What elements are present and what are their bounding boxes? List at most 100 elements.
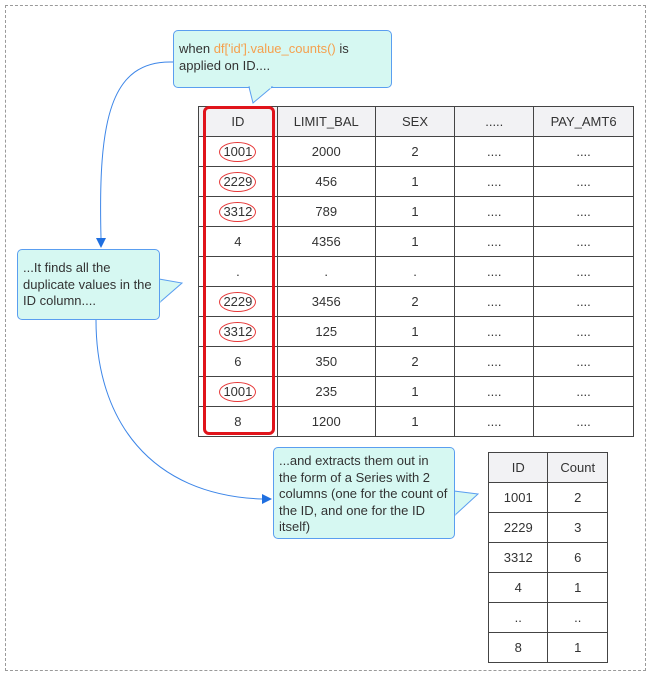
- column-header: PAY_AMT6: [533, 106, 634, 137]
- table-cell: ....: [533, 196, 634, 227]
- table-cell: ....: [533, 286, 634, 317]
- id-cell: 2229: [198, 286, 278, 317]
- table-cell: 2: [374, 286, 456, 317]
- table-cell: ....: [533, 256, 634, 287]
- column-header: Count: [547, 452, 608, 483]
- table-cell: 456: [276, 166, 376, 197]
- duplicate-id-circled: 3312: [219, 321, 257, 342]
- callout-extracts: ...and extracts them out in the form of …: [273, 447, 455, 539]
- table-cell: ....: [454, 226, 535, 257]
- column-header: ID: [487, 452, 549, 483]
- table-cell: 1: [547, 632, 608, 663]
- diagram-frame: [5, 5, 646, 671]
- table-cell: 350: [276, 346, 376, 377]
- column-header: SEX: [374, 106, 456, 137]
- id-value: .: [236, 264, 240, 279]
- duplicate-id-circled: 3312: [219, 201, 257, 222]
- table-cell: ....: [454, 196, 535, 227]
- id-cell: 8: [198, 406, 278, 437]
- id-cell: 6: [198, 346, 278, 377]
- duplicate-id-circled: 2229: [219, 291, 257, 312]
- table-cell: 1: [374, 376, 456, 407]
- table-cell: ....: [533, 346, 634, 377]
- table-cell: ....: [454, 166, 535, 197]
- id-value: 8: [234, 414, 242, 429]
- table-cell: 235: [276, 376, 376, 407]
- table-cell: ..: [547, 602, 608, 633]
- table-cell: 789: [276, 196, 376, 227]
- table-cell: 4: [487, 572, 549, 603]
- table-cell: 125: [276, 316, 376, 347]
- table-cell: ....: [454, 376, 535, 407]
- table-cell: ....: [533, 376, 634, 407]
- callout-value-counts: when df['id'].value_counts() is applied …: [173, 30, 392, 88]
- duplicate-id-circled: 1001: [219, 381, 257, 402]
- table-cell: 2000: [276, 136, 376, 167]
- table-cell: ....: [533, 406, 634, 437]
- id-value: 6: [234, 354, 242, 369]
- table-cell: 2: [374, 346, 456, 377]
- duplicate-id-circled: 2229: [219, 171, 257, 192]
- id-cell: 2229: [198, 166, 278, 197]
- table-cell: 2229: [487, 512, 549, 543]
- table-cell: ....: [454, 136, 535, 167]
- table-row: ....: [487, 602, 608, 633]
- callout-text: is applied on ID....: [179, 41, 349, 73]
- duplicate-id-circled: 1001: [219, 141, 257, 162]
- table-cell: ..: [487, 602, 549, 633]
- table-cell: 1001: [487, 482, 549, 513]
- table-cell: 1: [374, 316, 456, 347]
- table-cell: ....: [454, 316, 535, 347]
- table-cell: ....: [454, 346, 535, 377]
- table-cell: 3456: [276, 286, 376, 317]
- table-cell: ....: [533, 316, 634, 347]
- table-cell: 2: [547, 482, 608, 513]
- code-snippet: df['id'].value_counts(): [213, 41, 336, 56]
- table-cell: 4356: [276, 226, 376, 257]
- id-column-highlight: [203, 106, 275, 435]
- table-cell: ....: [533, 136, 634, 167]
- table-row: ...........: [198, 256, 634, 287]
- table-cell: 1: [374, 196, 456, 227]
- callout-duplicates: ...It finds all the duplicate values in …: [17, 249, 160, 320]
- column-header: ID: [198, 106, 278, 137]
- table-cell: .: [374, 256, 456, 287]
- table-cell: 1: [374, 406, 456, 437]
- table-cell: ....: [454, 406, 535, 437]
- id-cell: 3312: [198, 316, 278, 347]
- table-cell: ....: [533, 226, 634, 257]
- table-cell: 1200: [276, 406, 376, 437]
- table-cell: ....: [454, 256, 535, 287]
- table-cell: 1: [374, 226, 456, 257]
- id-value: 4: [234, 234, 242, 249]
- table-cell: 3: [547, 512, 608, 543]
- table-cell: ....: [533, 166, 634, 197]
- table-cell: 1: [374, 166, 456, 197]
- table-cell: .: [276, 256, 376, 287]
- table-cell: 2: [374, 136, 456, 167]
- column-header: .....: [454, 106, 535, 137]
- callout-text: when: [179, 41, 214, 56]
- table-cell: 3312: [487, 542, 549, 573]
- table-cell: ....: [454, 286, 535, 317]
- id-cell: 1001: [198, 376, 278, 407]
- column-header: LIMIT_BAL: [276, 106, 376, 137]
- table-cell: 6: [547, 542, 608, 573]
- table-cell: 1: [547, 572, 608, 603]
